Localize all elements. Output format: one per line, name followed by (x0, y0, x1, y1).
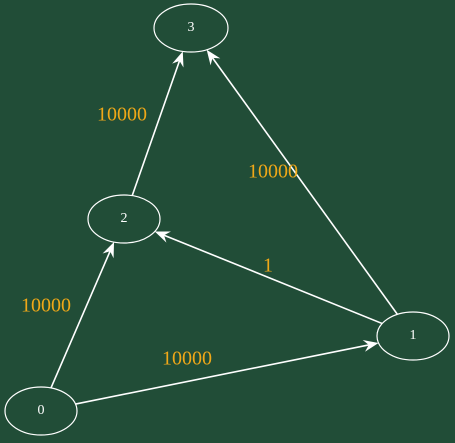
edge-1-2 (163, 234, 383, 325)
node-2: 2 (87, 194, 161, 244)
edge-weight-label: 10000 (97, 104, 147, 126)
arrowhead-icon (102, 242, 115, 259)
node-ellipse (376, 311, 450, 361)
arrowhead-icon (154, 231, 171, 243)
node-label: 0 (38, 403, 45, 418)
node-1: 1 (376, 311, 450, 361)
arrowhead-icon (362, 340, 379, 352)
edge-weight-label: 10000 (162, 348, 212, 370)
node-label: 3 (188, 20, 195, 35)
node-ellipse (153, 3, 229, 53)
node-0: 0 (4, 386, 78, 436)
edge-weight-label: 10000 (248, 161, 298, 183)
node-label: 1 (410, 328, 417, 343)
arrowhead-icon (172, 51, 184, 68)
edge-weight-label: 10000 (21, 295, 71, 317)
node-ellipse (87, 194, 161, 244)
edge-0-1 (75, 344, 369, 405)
nodes-layer: 0 1 2 3 (4, 3, 450, 436)
edge-2-3 (131, 60, 181, 196)
edge-0-2 (50, 250, 111, 389)
arrowhead-icon (206, 49, 221, 66)
edge-1-3 (211, 57, 399, 315)
node-label: 2 (121, 211, 128, 226)
node-3: 3 (153, 3, 229, 53)
edges-layer: 10000 10000 1 10000 10000 (21, 49, 399, 405)
edge-weight-label: 1 (263, 255, 273, 277)
node-ellipse (4, 386, 78, 436)
